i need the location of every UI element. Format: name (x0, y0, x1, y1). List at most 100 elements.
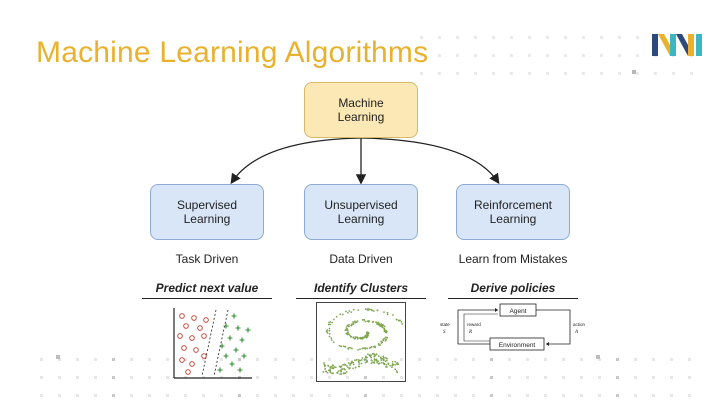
cluster-point (367, 353, 369, 355)
cluster-point (370, 356, 373, 359)
cluster-point (397, 363, 400, 366)
cluster-point (377, 362, 380, 365)
slide-title: Machine Learning Algorithms (36, 36, 429, 69)
cluster-point (328, 333, 331, 335)
cluster-point (326, 329, 329, 331)
cluster-point (380, 357, 382, 360)
state-label: state (440, 322, 450, 327)
cluster-point (360, 362, 363, 365)
cluster-point (328, 335, 331, 338)
node-label: Learning (337, 212, 385, 226)
class-b-point (231, 313, 237, 319)
decision-boundary (213, 309, 229, 377)
cluster-point (379, 344, 381, 346)
cluster-point (391, 360, 394, 363)
cluster-point (344, 368, 346, 371)
cluster-point (380, 323, 383, 325)
cluster-point (340, 370, 343, 373)
cluster-point (366, 356, 368, 359)
cluster-point (387, 362, 389, 365)
cluster-point (329, 367, 332, 369)
cluster-point (345, 328, 348, 331)
cluster-point (380, 361, 383, 364)
cluster-point (338, 365, 341, 368)
cluster-point (326, 371, 329, 374)
class-a-point (185, 369, 191, 375)
cluster-point (347, 362, 350, 364)
arrow-to-reinforcement (360, 137, 500, 185)
cluster-point (361, 318, 364, 321)
cluster-point (377, 322, 380, 325)
cluster-point (367, 309, 370, 311)
cluster-point (382, 359, 385, 362)
action-label: action (573, 322, 586, 327)
class-b-point (223, 323, 229, 329)
cluster-point (375, 321, 377, 323)
class-b-point (217, 367, 223, 373)
cluster-point (327, 364, 329, 367)
class-a-point (181, 345, 187, 351)
cluster-point (370, 308, 373, 311)
class-b-point (227, 335, 233, 341)
class-b-point (245, 327, 251, 333)
cluster-point (373, 360, 376, 362)
class-b-point (237, 367, 243, 373)
cluster-point (386, 336, 389, 339)
node-label: Supervised (176, 198, 238, 212)
class-b-point (239, 337, 245, 343)
class-b-point (229, 361, 235, 367)
cluster-point (375, 358, 378, 361)
cluster-point (366, 347, 369, 350)
cluster-point (352, 308, 355, 311)
cluster-point (345, 371, 348, 373)
cluster-point (331, 367, 334, 370)
class-b-point (219, 343, 225, 349)
cluster-point (352, 363, 355, 366)
cluster-point (384, 360, 387, 363)
cluster-point (354, 337, 357, 340)
decision-boundary (201, 309, 217, 377)
cluster-point (372, 310, 375, 312)
cluster-point (367, 332, 370, 335)
cluster-point (389, 364, 392, 367)
cluster-point (339, 373, 342, 376)
cluster-point (383, 325, 386, 328)
cluster-point (359, 359, 361, 362)
cluster-point (342, 345, 345, 348)
cluster-point (377, 355, 380, 358)
class-a-point (197, 325, 203, 331)
class-b-point (241, 353, 247, 359)
cluster-point (330, 337, 333, 339)
cluster-point (339, 313, 342, 316)
cluster-point (349, 364, 351, 367)
cluster-point (354, 321, 356, 323)
cluster-point (329, 321, 332, 323)
node-machine-learning: Machine Learning (304, 82, 418, 138)
cluster-point (382, 355, 385, 358)
cluster-point (395, 318, 398, 321)
cluster-point (381, 325, 383, 328)
cluster-point (352, 361, 355, 364)
cluster-point (340, 369, 343, 371)
cluster-point (363, 358, 366, 361)
cluster-point (371, 321, 374, 324)
cluster-point (396, 371, 399, 374)
cluster-point (385, 366, 388, 368)
cluster-point (394, 368, 397, 371)
cluster-point (340, 345, 342, 348)
cluster-point (328, 329, 331, 332)
cluster-point (376, 359, 378, 362)
cluster-point (352, 367, 354, 370)
cluster-point (400, 320, 403, 323)
cluster-point (343, 363, 346, 366)
cluster-point (386, 311, 389, 314)
supervised-goal: Predict next value (127, 281, 287, 299)
cluster-point (345, 310, 347, 313)
cluster-point (372, 361, 374, 364)
cluster-point (332, 341, 335, 343)
cluster-point (330, 339, 333, 341)
cluster-point (365, 355, 367, 358)
unsupervised-goal: Identify Clusters (281, 281, 441, 299)
node-unsupervised-learning: Unsupervised Learning (304, 184, 418, 240)
